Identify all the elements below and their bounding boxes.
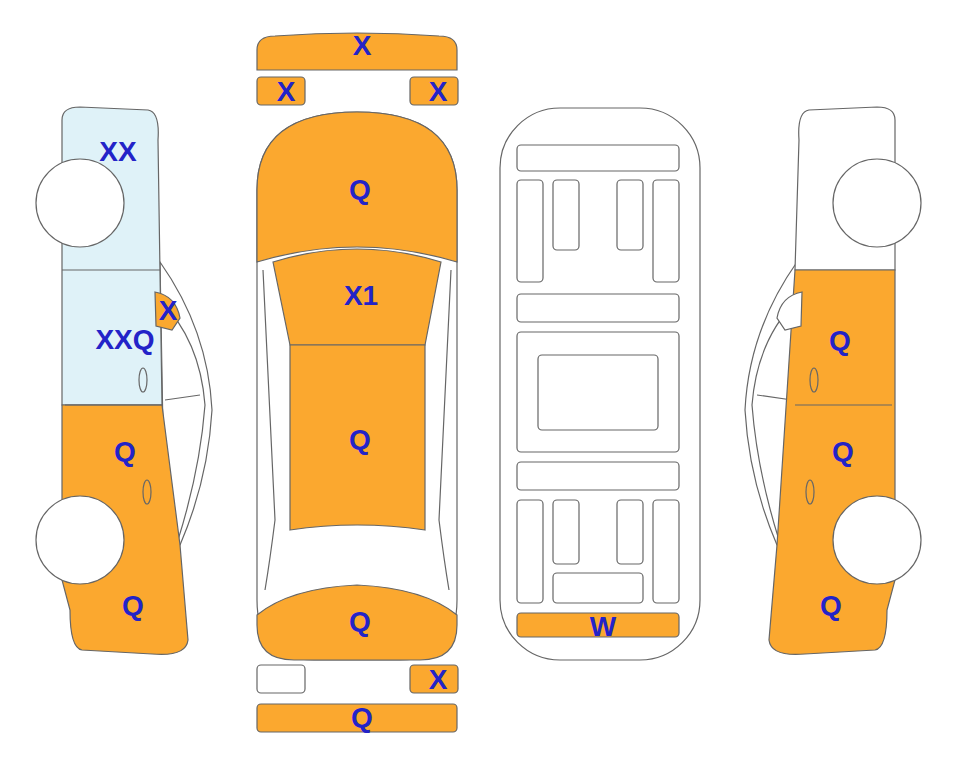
windshield: [273, 249, 441, 345]
right-side: [745, 107, 921, 654]
damage-code: X: [159, 297, 178, 325]
front-light: [257, 77, 305, 105]
damage-code: Q: [820, 592, 842, 620]
top-body: [257, 112, 457, 660]
damage-code: XX: [99, 138, 136, 166]
damage-code: Q: [122, 592, 144, 620]
damage-code: XXQ: [95, 326, 154, 354]
roof: [290, 345, 425, 530]
damage-code: Q: [829, 327, 851, 355]
front-light: [410, 77, 458, 105]
trunk: [257, 585, 457, 660]
damage-code: Q: [349, 608, 371, 636]
damage-code: Q: [114, 438, 136, 466]
underside: [500, 108, 700, 660]
side-window-line: [439, 270, 451, 590]
damage-code: X: [353, 32, 372, 60]
damage-code: X: [429, 78, 448, 106]
left-side: [36, 107, 212, 654]
hood: [257, 112, 457, 262]
rear-light: [257, 665, 305, 693]
front-bumper: [257, 33, 457, 70]
damage-code: X: [277, 78, 296, 106]
rear-bumper: [257, 704, 457, 732]
damage-code: Q: [349, 176, 371, 204]
damage-code: Q: [832, 438, 854, 466]
rear-light: [410, 665, 458, 693]
damage-code: W: [590, 613, 616, 641]
damage-code: X: [429, 666, 448, 694]
damage-code: X1: [344, 282, 378, 310]
underside-panels: [517, 145, 679, 603]
damage-code: Q: [351, 704, 373, 732]
side-window-line: [263, 270, 275, 590]
damage-code: Q: [349, 426, 371, 454]
